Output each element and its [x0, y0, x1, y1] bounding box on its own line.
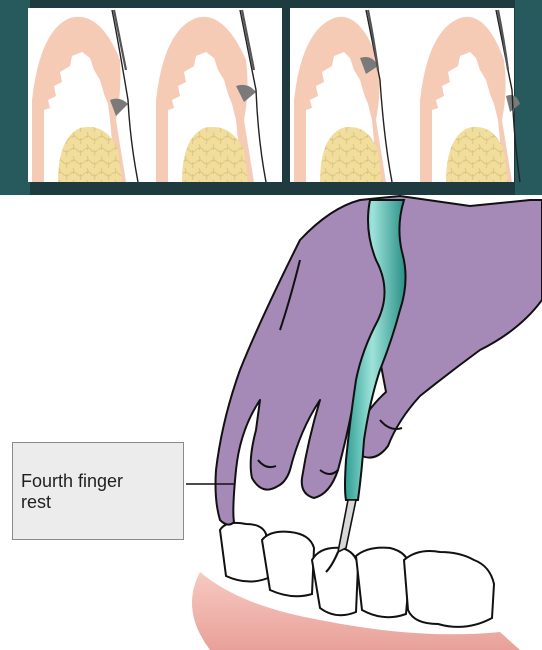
cross-section-panel-right: [290, 8, 520, 182]
finger-rest-label: Fourth finger rest: [12, 442, 184, 540]
label-line-2: rest: [21, 492, 183, 513]
label-line-1: Fourth finger: [21, 471, 183, 492]
cross-section-panel-left: [28, 8, 282, 182]
